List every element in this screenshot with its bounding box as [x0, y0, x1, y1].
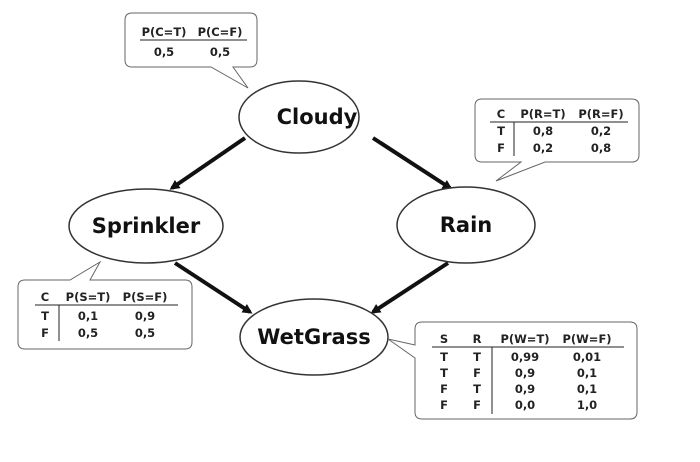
- edge-cloudy-to-rain: [371, 136, 453, 190]
- cpt-rain-cell: 0,8: [591, 141, 611, 155]
- cpt-wetgrass-header-s: S: [440, 332, 448, 346]
- cpt-rain-header-t: P(R=T): [520, 107, 565, 121]
- cpt-wetgrass-cell: F: [473, 398, 481, 412]
- cpt-wetgrass-cell: T: [473, 350, 481, 364]
- cpt-cloudy-value-t: 0,5: [154, 45, 174, 59]
- cpt-wetgrass-cell: F: [440, 398, 448, 412]
- edge-cloudy-to-sprinkler: [169, 136, 247, 190]
- cpt-sprinkler-cell: F: [41, 326, 49, 340]
- cpt-rain-cell: 0,2: [591, 124, 611, 138]
- node-rain: Rain: [396, 186, 536, 264]
- cpt-cloudy: P(C=T) P(C=F) 0,5 0,5: [124, 12, 258, 89]
- cpt-sprinkler-cell: 0,5: [135, 326, 155, 340]
- cpt-wetgrass: S R P(W=T) P(W=F) T T 0,99 0,01 T F 0,9 …: [387, 321, 638, 420]
- cpt-rain-cell: 0,8: [533, 124, 553, 138]
- cpt-wetgrass-cell: F: [440, 382, 448, 396]
- cpt-wetgrass-cell: 1,0: [577, 398, 597, 412]
- cpt-wetgrass-cell: 0,9: [515, 382, 535, 396]
- node-cloudy: Cloudy: [238, 80, 360, 154]
- cpt-rain-cell: T: [497, 124, 505, 138]
- cpt-sprinkler-cell: 0,5: [78, 326, 98, 340]
- cpt-wetgrass-cell: 0,01: [573, 350, 601, 364]
- callout-bubble: [124, 12, 258, 89]
- node-label-sprinkler: Sprinkler: [92, 214, 201, 238]
- cpt-rain-header-c: C: [497, 107, 505, 121]
- cpt-sprinkler-header-c: C: [41, 290, 49, 304]
- cpt-sprinkler-cell: T: [41, 309, 49, 323]
- cpt-cloudy-value-f: 0,5: [210, 45, 230, 59]
- cpt-rain-header-f: P(R=F): [578, 107, 623, 121]
- node-label-rain: Rain: [440, 213, 493, 237]
- cpt-wetgrass-cell: 0,1: [577, 382, 597, 396]
- cpt-sprinkler-header-f: P(S=F): [123, 290, 168, 304]
- cpt-sprinkler-cell: 0,1: [78, 309, 98, 323]
- cpt-wetgrass-cell: T: [440, 350, 448, 364]
- cpt-sprinkler-header-t: P(S=T): [66, 290, 111, 304]
- cpt-wetgrass-cell: F: [473, 366, 481, 380]
- node-label-wetgrass: WetGrass: [257, 325, 370, 349]
- cpt-wetgrass-cell: 0,1: [577, 366, 597, 380]
- cpt-wetgrass-header-r: R: [473, 332, 482, 346]
- cpt-rain: C P(R=T) P(R=F) T 0,8 0,2 F 0,2 0,8: [474, 98, 640, 182]
- cpt-wetgrass-cell: 0,99: [511, 350, 539, 364]
- edge-sprinkler-to-wetgrass: [173, 261, 253, 314]
- callout-bubble: [474, 98, 640, 182]
- cpt-wetgrass-cell: 0,9: [515, 366, 535, 380]
- callout-bubble: [387, 321, 638, 420]
- cpt-wetgrass-cell: 0,0: [515, 398, 535, 412]
- cpt-rain-cell: F: [497, 141, 505, 155]
- cpt-wetgrass-header-f: P(W=F): [562, 332, 611, 346]
- cpt-sprinkler: C P(S=T) P(S=F) T 0,1 0,9 F 0,5 0,5: [17, 260, 193, 350]
- edge-rain-to-wetgrass: [370, 261, 450, 314]
- cpt-cloudy-header-f: P(C=F): [198, 25, 243, 39]
- cpt-sprinkler-cell: 0,9: [135, 309, 155, 323]
- cpt-cloudy-header-t: P(C=T): [142, 25, 187, 39]
- cpt-wetgrass-cell: T: [473, 382, 481, 396]
- node-label-cloudy: Cloudy: [277, 105, 358, 129]
- node-wetgrass: WetGrass: [239, 298, 389, 376]
- edges: [169, 136, 453, 314]
- cpt-wetgrass-cell: T: [440, 366, 448, 380]
- cpt-wetgrass-header-t: P(W=T): [500, 332, 549, 346]
- cpt-rain-cell: 0,2: [533, 141, 553, 155]
- node-sprinkler: Sprinkler: [68, 188, 224, 264]
